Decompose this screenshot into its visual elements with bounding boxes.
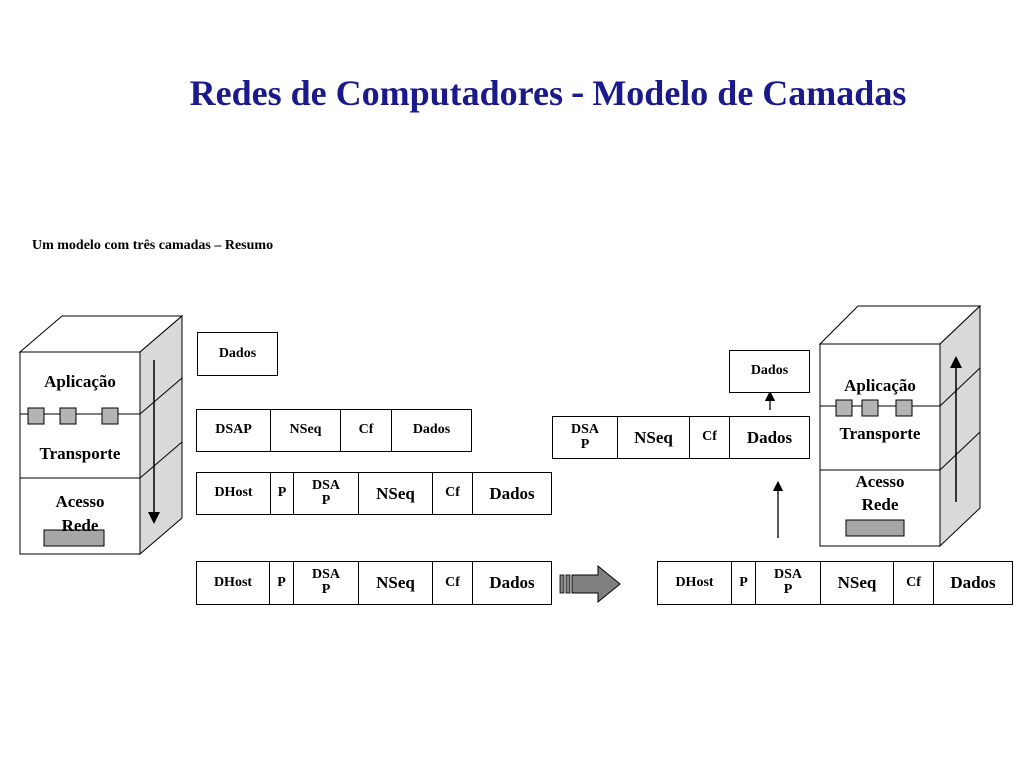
right-transport-cf-field: Cf	[689, 416, 730, 459]
right-wire-dsap-line1: DSA	[773, 567, 802, 583]
left-layer-network-line1: Acesso	[55, 492, 105, 511]
left-layer-transport: Transporte	[39, 444, 121, 463]
right-layer-network-line2: Rede	[861, 495, 899, 514]
left-wire-dsap-field: DSA P	[293, 561, 359, 605]
title-separator: -	[571, 69, 585, 114]
right-wire-nseq-field: NSeq	[820, 561, 894, 605]
left-network-dsap-line2: P	[321, 492, 331, 508]
left-wire-dados-field: Dados	[472, 561, 552, 605]
left-link-node-3	[101, 407, 119, 425]
right-network-medium	[845, 519, 905, 537]
right-wire-dhost-field: DHost	[657, 561, 732, 605]
left-transport-dados-field: Dados	[391, 409, 472, 452]
right-wire-cf-field: Cf	[893, 561, 934, 605]
right-wire-dados-field: Dados	[933, 561, 1013, 605]
left-wire-dsap-line2: P	[321, 582, 331, 597]
left-network-dsap-field: DSA P	[293, 472, 359, 515]
right-wire-dsap-field: DSA P	[755, 561, 821, 605]
right-wire-p-field: P	[731, 561, 756, 605]
left-stack-side-face	[139, 314, 183, 556]
right-link-node-1	[835, 399, 853, 417]
right-link-node-3	[895, 399, 913, 417]
left-network-dados-field: Dados	[472, 472, 552, 515]
left-transport-cf-field: Cf	[340, 409, 392, 452]
left-wire-dsap-line1: DSA	[311, 567, 340, 583]
left-stack-front-face	[19, 351, 141, 555]
left-transport-dsap-field: DSAP	[196, 409, 271, 452]
right-layer-application: Aplicação	[844, 376, 916, 395]
left-layer-application: Aplicação	[44, 372, 116, 391]
left-network-medium	[43, 529, 105, 547]
right-wire-dsap-line2: P	[783, 582, 793, 597]
left-wire-cf-field: Cf	[432, 561, 473, 605]
left-host-stack	[18, 314, 184, 556]
right-layer-network-line1: Acesso	[855, 472, 905, 491]
page-title: Redes de Computadores-Modelo de Camadas	[0, 68, 1024, 115]
left-wire-dhost-field: DHost	[196, 561, 270, 605]
right-transport-dsap-field: DSA P	[552, 416, 618, 459]
left-network-nseq-field: NSeq	[358, 472, 433, 515]
right-transport-nseq-field: NSeq	[617, 416, 690, 459]
left-network-p-field: P	[270, 472, 294, 515]
right-link-node-2	[861, 399, 879, 417]
left-app-dados-field: Dados	[197, 332, 278, 376]
left-wire-nseq-field: NSeq	[358, 561, 433, 605]
title-main: Redes de Computadores	[189, 73, 563, 113]
left-wire-p-field: P	[269, 561, 294, 605]
slide-subtitle: Um modelo com três camadas – Resumo	[32, 238, 274, 253]
left-transport-nseq-field: NSeq	[270, 409, 341, 452]
right-layer-transport: Transporte	[839, 424, 921, 443]
left-network-dsap-line1: DSA	[311, 477, 340, 493]
right-app-dados-field: Dados	[729, 350, 810, 393]
right-host-stack	[818, 304, 982, 548]
right-stack-front-face	[819, 343, 941, 547]
left-layer-network-line2: Rede	[61, 516, 99, 535]
left-network-cf-field: Cf	[432, 472, 473, 515]
right-stack-side-face	[939, 304, 981, 548]
right-transport-dados-field: Dados	[729, 416, 810, 459]
left-link-node-1	[27, 407, 45, 425]
left-network-dhost-field: DHost	[196, 472, 271, 515]
right-transport-dsap-line2: P	[580, 436, 590, 452]
right-transport-dsap-line1: DSA	[570, 421, 599, 437]
left-link-node-2	[59, 407, 77, 425]
title-topic: Modelo de Camadas	[592, 73, 907, 113]
transmission-arrow	[559, 564, 621, 604]
